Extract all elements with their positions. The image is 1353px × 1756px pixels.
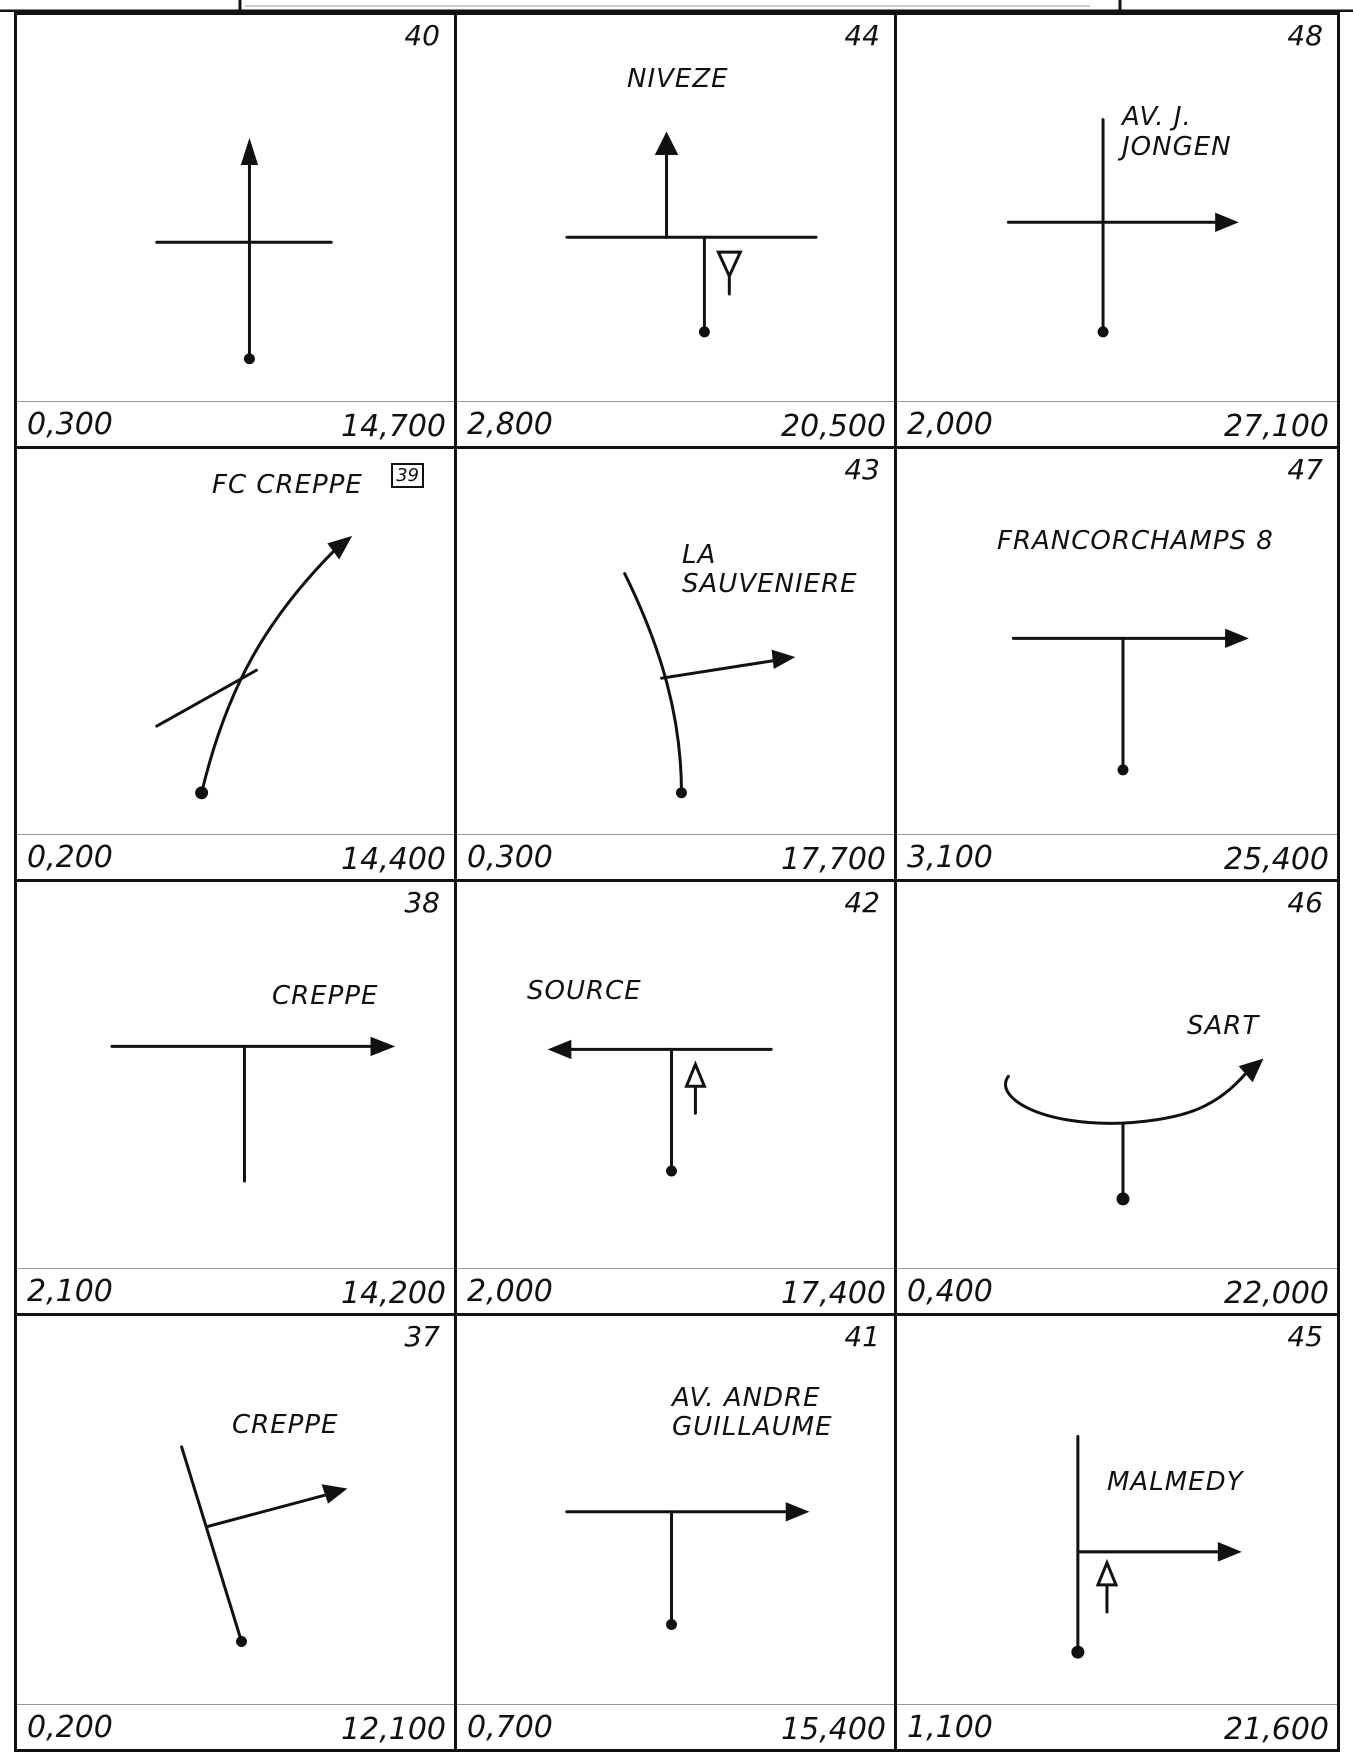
direction-label: CREPPE [272,981,379,1011]
cell-number: 45 [1287,1319,1323,1353]
total-distance: 21,600 [1224,1712,1329,1747]
cell-number: 39 [391,462,424,488]
roadbook-cell-44: 44 NIVEZE 2,800 20,500 [457,15,897,449]
cell-footer: 0,200 14,400 [17,834,454,879]
cell-footer: 3,100 25,400 [897,834,1337,879]
partial-distance: 0,300 [467,840,553,875]
direction-label: NIVEZE [627,64,729,94]
partial-distance: 2,800 [467,406,553,442]
tulip-crossroads-straight [155,137,333,365]
cell-number: 47 [1287,452,1323,486]
tulip-roundabout-right [1004,1058,1264,1206]
cell-number: 41 [844,1319,880,1353]
cell-number: 43 [844,452,880,486]
cell-footer: 0,300 17,700 [457,834,894,879]
tulip-fork-curve-right [155,535,353,799]
direction-label: AV. J. JONGEN [1122,102,1232,162]
tulip-offset-crossroads [565,131,818,338]
roadbook-cell-46: 46 SART 0,400 22,000 [897,882,1337,1316]
total-distance: 20,500 [781,408,886,444]
roadbook-cell-38: 38 CREPPE 2,100 14,200 [17,882,457,1316]
roadbook-cell-48: 48 AV. J. JONGEN 2,000 27,100 [897,15,1337,449]
total-distance: 27,100 [1224,408,1329,444]
roadbook-cell-40: 40 0,300 14,700 [17,15,457,449]
total-distance: 14,700 [341,408,446,444]
roadbook-cell-39: 39 FC CREPPE 0,200 14,400 [17,448,457,882]
roadbook-cell-42: 42 SOURCE 2,000 17,400 [457,882,897,1316]
cell-number: 42 [844,886,880,919]
roadbook-cell-37: 37 CREPPE 0,200 12,100 [17,1315,457,1749]
cell-number: 37 [404,1319,440,1353]
cell-footer: 1,100 21,600 [897,1704,1337,1749]
direction-label: CREPPE [232,1409,339,1440]
partial-distance: 3,100 [907,840,993,875]
tulip-t-junction-right [110,1036,396,1183]
tulip-junction-right [180,1444,348,1647]
direction-label: AV. ANDRE GUILLAUME [672,1382,833,1443]
cell-footer: 0,200 12,100 [17,1704,454,1749]
cell-footer: 2,000 27,100 [897,400,1337,446]
tulip-t-junction-right [1011,628,1249,775]
cell-number: 46 [1287,886,1323,919]
direction-label: SOURCE [527,976,642,1006]
roadbook-cell-47: 47 FRANCORCHAMPS 8 3,100 25,400 [897,449,1337,882]
total-distance: 14,400 [341,842,446,877]
partial-distance: 2,000 [907,406,993,442]
total-distance: 17,400 [781,1275,886,1311]
cell-footer: 2,000 17,400 [457,1267,894,1313]
cell-number: 40 [404,19,440,52]
roadbook-grid: 40 0,300 14,700 44 NIVEZE 2,800 20,500 4 [14,12,1340,1752]
cell-footer: 0,700 15,400 [457,1704,894,1749]
cell-footer: 2,800 20,500 [457,400,894,446]
cell-number: 38 [404,886,440,919]
total-distance: 17,700 [781,842,886,877]
partial-distance: 0,200 [27,1710,113,1745]
roadbook-cell-45: 45 MALMEDY 1,100 21,600 [897,1316,1337,1750]
partial-distance: 0,300 [27,406,113,442]
total-distance: 12,100 [341,1712,446,1747]
total-distance: 22,000 [1224,1275,1329,1311]
cell-number: 44 [844,19,880,52]
partial-distance: 1,100 [907,1710,993,1745]
direction-label: MALMEDY [1107,1466,1244,1497]
roadbook-cell-43: 43 LA SAUVENIERE 0,300 17,700 [457,448,897,882]
tulip-crossroads-right [1006,118,1239,338]
direction-label: FRANCORCHAMPS 8 [997,525,1274,556]
partial-distance: 2,100 [27,1273,113,1309]
roadbook-cell-41: 41 AV. ANDRE GUILLAUME 0,700 15,400 [457,1315,897,1749]
direction-label: FC CREPPE [212,469,363,500]
partial-distance: 0,400 [907,1273,993,1309]
tulip-curve-junction-right [623,571,796,798]
cell-number: 48 [1287,19,1323,52]
tulip-t-junction-right [565,1501,810,1630]
cell-footer: 0,300 14,700 [17,400,454,446]
direction-label: SART [1187,1011,1260,1041]
tulip-junction-right [1071,1434,1242,1659]
total-distance: 25,400 [1224,842,1329,877]
partial-distance: 0,200 [27,840,113,875]
cell-footer: 2,100 14,200 [17,1267,454,1313]
partial-distance: 0,700 [467,1710,553,1745]
direction-label: LA SAUVENIERE [682,539,858,600]
tulip-t-junction-left [547,1039,773,1177]
partial-distance: 2,000 [467,1273,553,1309]
top-strip [0,0,1353,12]
total-distance: 14,200 [341,1275,446,1311]
cell-footer: 0,400 22,000 [897,1267,1337,1313]
total-distance: 15,400 [781,1712,886,1747]
